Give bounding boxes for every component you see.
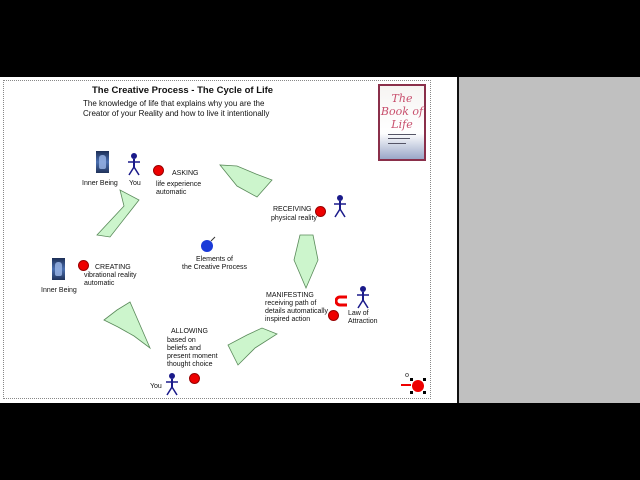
asking-label: ASKING [172, 170, 199, 177]
stage-dot-asking [153, 165, 164, 176]
person-icon [357, 286, 369, 309]
arrow-allowing-to-creating [103, 301, 151, 350]
arrow-asking-to-receiving [219, 164, 273, 198]
person-icon [128, 153, 140, 176]
receiving-label: RECEIVING [273, 206, 312, 213]
arrow-manifesting-to-allowing [227, 327, 278, 366]
allowing-line1: based on [167, 337, 196, 344]
manifesting-label: MANIFESTING [266, 292, 314, 299]
book-text-line [388, 138, 410, 139]
slide-frame [3, 80, 431, 399]
person-icon [166, 373, 178, 396]
you-label-top: You [129, 180, 141, 187]
stage-dot-receiving [315, 206, 326, 217]
inner-being-icon [52, 258, 65, 280]
magnet-icon [335, 295, 347, 307]
selected-shape-handles[interactable] [399, 371, 431, 397]
slide-subtitle-line1: The knowledge of life that explains why … [83, 99, 265, 108]
creating-line1: vibrational reality [84, 272, 137, 279]
stage-dot-allowing [189, 373, 200, 384]
inner-being-label-top: Inner Being [82, 180, 118, 187]
allowing-label: ALLOWING [171, 328, 208, 335]
stage-dot-manifesting [328, 310, 339, 321]
bomb-icon [201, 236, 216, 252]
asking-line2: automatic [156, 189, 187, 196]
arrow-creating-to-asking [96, 189, 140, 238]
inner-being-icon [96, 151, 109, 173]
law-label-line2: Attraction [348, 318, 378, 325]
allowing-line2: beliefs and [167, 345, 201, 352]
stage-dot-creating [78, 260, 89, 271]
allowing-line3: present moment [167, 353, 218, 360]
pane-divider[interactable] [457, 77, 459, 403]
allowing-line4: thought choice [167, 361, 213, 368]
book-text-line [388, 134, 416, 135]
book-cover[interactable]: The Book of Life [378, 84, 426, 161]
manifesting-line1: receiving path of [265, 300, 317, 307]
center-line2: the Creative Process [182, 264, 247, 271]
inner-being-label-left: Inner Being [41, 287, 77, 294]
arrow-receiving-to-manifesting [293, 234, 319, 290]
manifesting-line3: inspired action [265, 316, 311, 323]
book-title: The Book of Life [380, 92, 424, 131]
person-icon [334, 195, 346, 218]
center-line1: Elements of [196, 256, 233, 263]
slide-subtitle-line2: Creator of your Reality and how to live … [83, 109, 270, 118]
manifesting-line2: details automatically [265, 308, 329, 315]
creating-line2: automatic [84, 280, 115, 287]
side-panel [459, 77, 640, 403]
slide-title: The Creative Process - The Cycle of Life [92, 85, 274, 96]
creating-label: CREATING [95, 264, 131, 271]
book-band [380, 133, 424, 159]
you-label-bottom: You [150, 383, 162, 390]
receiving-line1: physical reality [271, 215, 317, 222]
book-text-line [388, 143, 406, 144]
asking-line1: life experience [156, 181, 202, 188]
law-label-line1: Law of [348, 310, 369, 317]
